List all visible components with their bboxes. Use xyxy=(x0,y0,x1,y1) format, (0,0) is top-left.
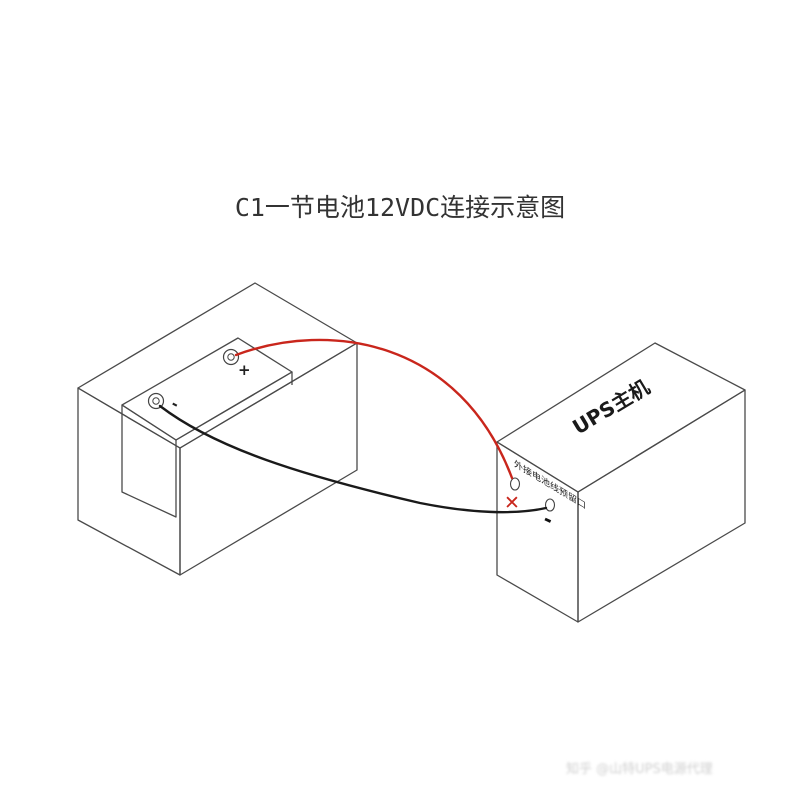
diagram-title: C1一节电池12VDC连接示意图 xyxy=(234,193,566,222)
ups-positive-port xyxy=(509,477,521,491)
ups-host-side xyxy=(577,389,746,623)
ups-positive-mark: ✕ xyxy=(504,492,520,514)
battery-block xyxy=(121,337,293,518)
ups-negative-port xyxy=(544,498,556,512)
ups-negative-mark: - xyxy=(539,507,557,532)
battery-negative-mark: - xyxy=(168,395,182,414)
ups-host-top xyxy=(496,342,746,493)
watermark: 知乎 @山特UPS电源代理 xyxy=(566,762,713,777)
battery-cabinet-front xyxy=(77,387,181,576)
negative-cable xyxy=(158,404,548,514)
battery-block-top xyxy=(121,337,293,441)
battery-block-side-edge xyxy=(175,371,293,441)
battery-cabinet xyxy=(77,282,358,576)
battery-positive-mark: + xyxy=(238,361,251,379)
battery-negative-terminal xyxy=(147,392,165,410)
ups-host xyxy=(496,342,746,623)
battery-cabinet-side xyxy=(179,342,358,576)
positive-cable xyxy=(234,338,514,480)
battery-block-front xyxy=(121,404,177,518)
ups-host-label: UPS主机 xyxy=(568,375,653,440)
battery-positive-terminal xyxy=(222,348,240,366)
battery-cabinet-top xyxy=(77,282,358,449)
